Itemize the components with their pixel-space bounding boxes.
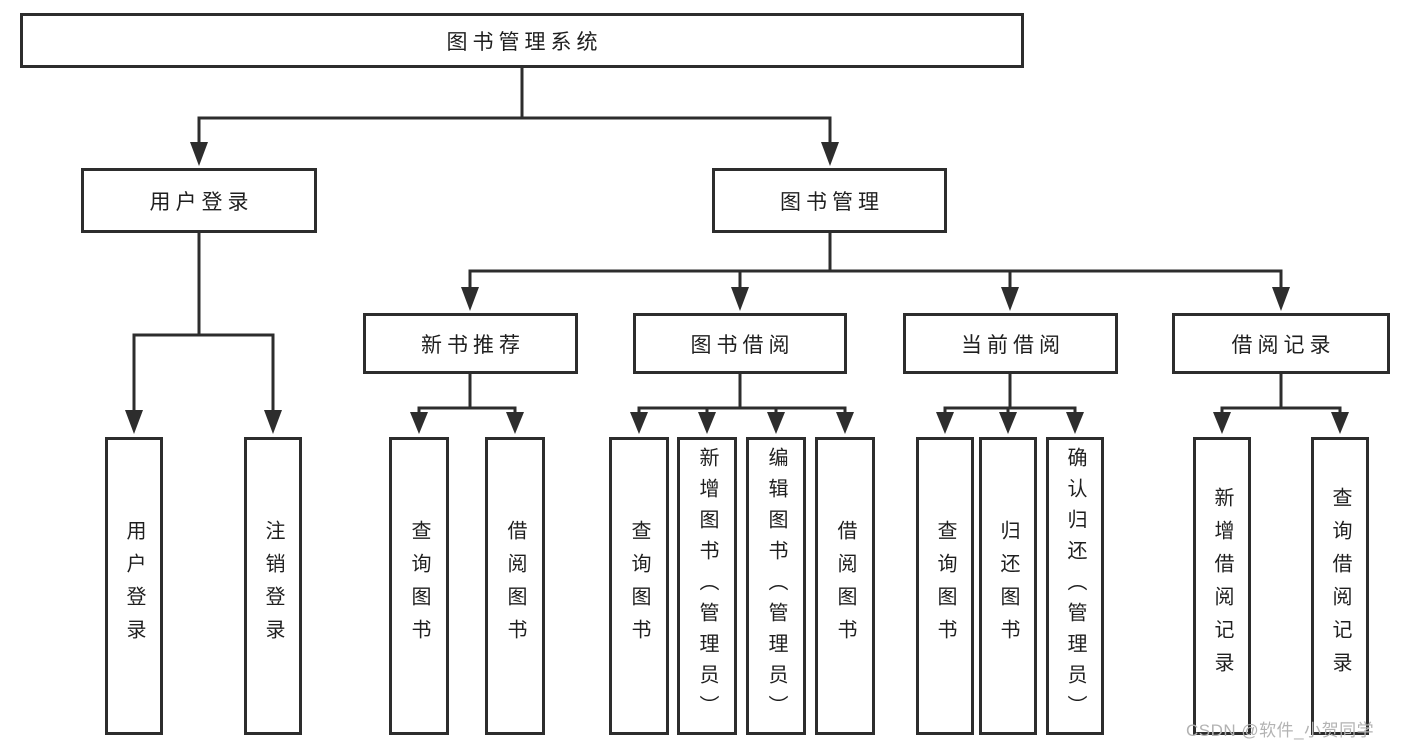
leaf-return-books: 归还图书 bbox=[979, 437, 1037, 735]
leaf-logout: 注销登录 bbox=[244, 437, 302, 735]
node-book-borrowing: 图书借阅 bbox=[633, 313, 847, 374]
leaf-borrow-books-recommend: 借阅图书 bbox=[485, 437, 545, 735]
node-book-management: 图书管理 bbox=[712, 168, 947, 233]
node-new-book-recommendation-label: 新书推荐 bbox=[421, 333, 525, 357]
node-root: 图书管理系统 bbox=[20, 13, 1024, 68]
node-book-borrowing-label: 图书借阅 bbox=[690, 333, 795, 357]
leaf-add-book-admin: 新增图书（管理员） bbox=[677, 437, 737, 735]
leaf-query-books-current: 查询图书 bbox=[916, 437, 974, 735]
node-new-book-recommendation: 新书推荐 bbox=[363, 313, 578, 374]
leaf-confirm-return-admin: 确认归还（管理员） bbox=[1046, 437, 1104, 735]
leaf-user-login: 用户登录 bbox=[105, 437, 163, 735]
leaf-query-books-recommend: 查询图书 bbox=[389, 437, 449, 735]
node-borrowing-records-label: 借阅记录 bbox=[1231, 333, 1336, 357]
node-user-login: 用户登录 bbox=[81, 168, 317, 233]
node-root-label: 图书管理系统 bbox=[446, 30, 603, 54]
node-book-management-label: 图书管理 bbox=[780, 190, 884, 214]
leaf-edit-book-admin: 编辑图书（管理员） bbox=[746, 437, 806, 735]
node-current-borrowing-label: 当前借阅 bbox=[961, 333, 1065, 357]
node-current-borrowing: 当前借阅 bbox=[903, 313, 1118, 374]
leaf-add-borrow-record: 新增借阅记录 bbox=[1193, 437, 1251, 735]
leaf-borrow-books-borrowing: 借阅图书 bbox=[815, 437, 875, 735]
node-user-login-label: 用户登录 bbox=[149, 190, 254, 214]
watermark: CSDN @软件_小贺同学 bbox=[1186, 721, 1375, 740]
leaf-query-borrow-record: 查询借阅记录 bbox=[1311, 437, 1369, 735]
leaf-query-books-borrowing: 查询图书 bbox=[609, 437, 669, 735]
node-borrowing-records: 借阅记录 bbox=[1172, 313, 1390, 374]
